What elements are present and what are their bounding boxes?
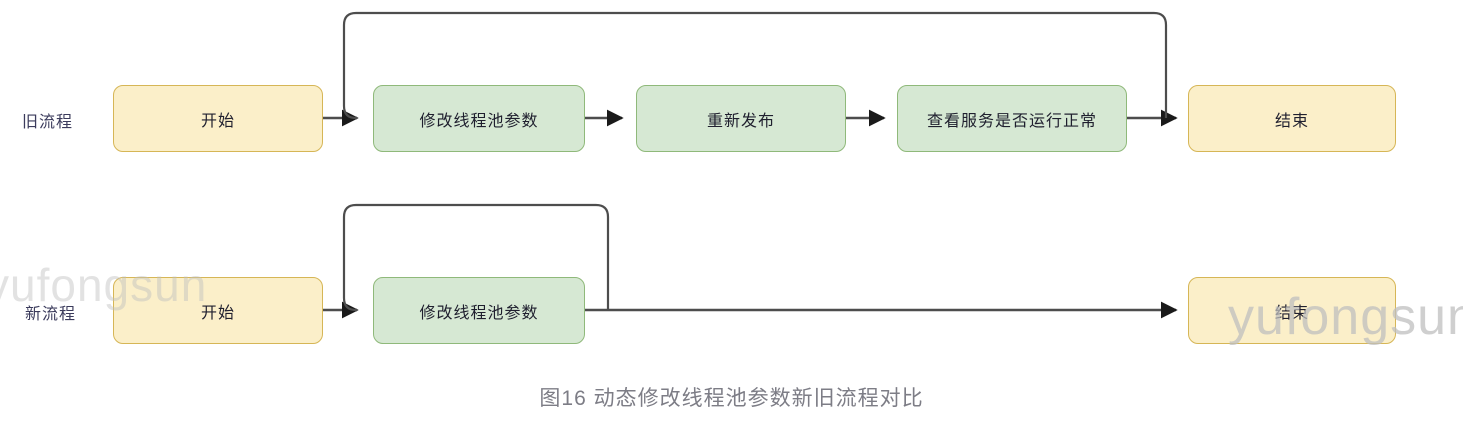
- node-old-end[interactable]: 结束: [1188, 85, 1396, 152]
- node-new-end-label: 结束: [1274, 304, 1309, 322]
- node-old-redeploy[interactable]: 重新发布: [636, 85, 846, 152]
- node-old-start[interactable]: 开始: [113, 85, 323, 152]
- edge-new-self-loop: [342, 203, 610, 312]
- node-new-end[interactable]: 结束: [1188, 277, 1396, 344]
- node-old-modify[interactable]: 修改线程池参数: [373, 85, 585, 152]
- row-label-old-flow: 旧流程: [22, 114, 74, 131]
- node-new-start-label: 开始: [200, 304, 235, 322]
- node-new-modify[interactable]: 修改线程池参数: [373, 277, 585, 344]
- node-new-modify-label: 修改线程池参数: [419, 304, 539, 322]
- figure-caption: 图16 动态修改线程池参数新旧流程对比: [539, 387, 924, 410]
- node-old-end-label: 结束: [1274, 112, 1309, 130]
- node-old-modify-label: 修改线程池参数: [419, 112, 539, 130]
- node-new-start[interactable]: 开始: [113, 277, 323, 344]
- node-old-verify-label: 查看服务是否运行正常: [926, 112, 1097, 130]
- edge-old-loop-back: [342, 11, 1168, 120]
- row-label-new-flow: 新流程: [25, 306, 77, 323]
- node-old-start-label: 开始: [200, 112, 235, 130]
- node-old-verify[interactable]: 查看服务是否运行正常: [897, 85, 1127, 152]
- node-old-redeploy-label: 重新发布: [706, 112, 775, 130]
